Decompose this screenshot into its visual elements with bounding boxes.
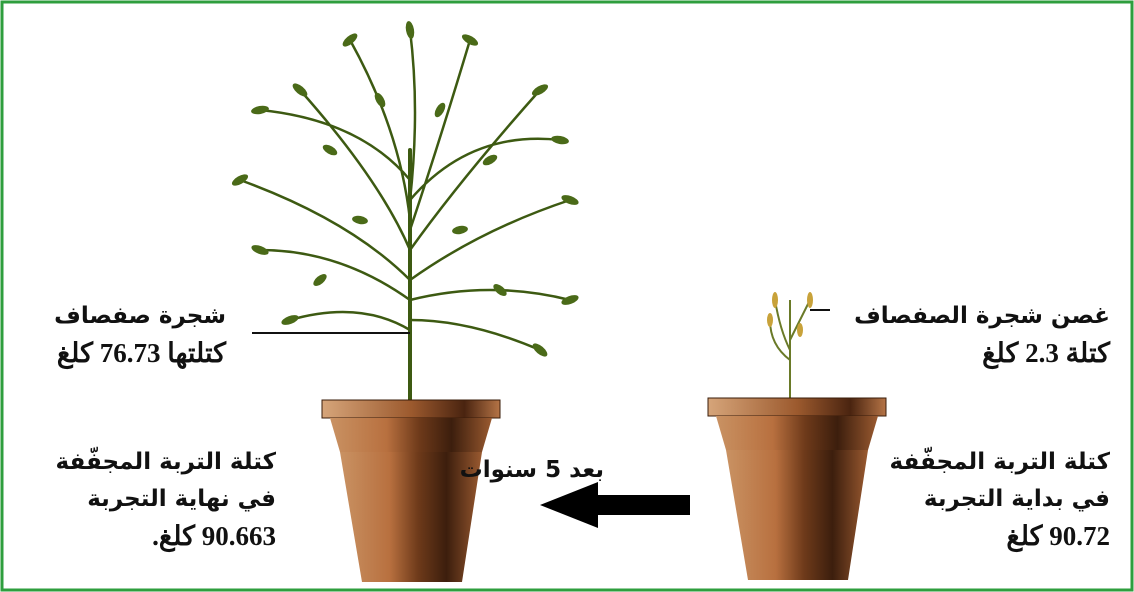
big-tree-foliage <box>240 30 570 400</box>
start-soil-label: كتلة التربة المجفّفة في بداية التجربة 90… <box>890 444 1111 555</box>
small-tree-line1: غصن شجرة الصفصاف <box>854 298 1110 335</box>
arrow-label: بعد 5 سنوات <box>460 452 604 489</box>
big-pot <box>322 400 500 582</box>
big-tree-label: شجرة صفصاف كتلتها 76.73 كلغ <box>54 298 226 372</box>
small-tree-line2: كتلة 2.3 كلغ <box>854 335 1110 372</box>
small-tree-label: غصن شجرة الصفصاف كتلة 2.3 كلغ <box>854 298 1110 372</box>
end-soil-line3: 90.663 كلغ. <box>56 518 277 555</box>
start-soil-line3: 90.72 كلغ <box>890 518 1111 555</box>
big-tree-line1: شجرة صفصاف <box>54 298 226 335</box>
end-soil-line1: كتلة التربة المجفّفة <box>56 444 277 481</box>
end-soil-label: كتلة التربة المجفّفة في نهاية التجربة 90… <box>56 444 277 555</box>
small-pot <box>708 398 886 580</box>
start-soil-line2: في بداية التجربة <box>890 481 1111 518</box>
end-soil-line2: في نهاية التجربة <box>56 481 277 518</box>
start-soil-line1: كتلة التربة المجفّفة <box>890 444 1111 481</box>
big-tree-line2: كتلتها 76.73 كلغ <box>54 335 226 372</box>
small-tree <box>770 300 810 398</box>
